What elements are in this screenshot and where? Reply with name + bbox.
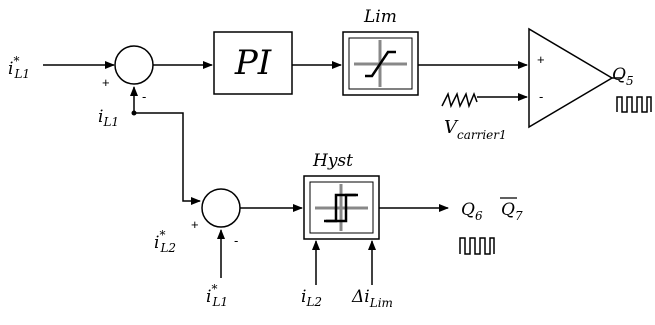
pi-controller-block bbox=[213, 31, 293, 95]
limiter-curve bbox=[365, 50, 396, 78]
q5-pulse-train-icon bbox=[616, 96, 652, 113]
q6-pulse-train-icon bbox=[459, 237, 495, 255]
feedback-branch-wire bbox=[134, 112, 201, 205]
hyst-title: Hyst bbox=[312, 151, 353, 171]
il2-ref-label: i*L2 bbox=[154, 228, 176, 255]
sum2-plus-sign: + bbox=[191, 217, 199, 232]
il2-meas-label: iL2 bbox=[301, 287, 322, 309]
pi-block-label: PI bbox=[234, 43, 272, 83]
summing-junction-1 bbox=[114, 45, 154, 85]
limiter-inner-frame bbox=[348, 37, 413, 90]
sum1-minus-sign: - bbox=[142, 89, 146, 104]
il1-ref-label: i*L1 bbox=[8, 54, 30, 81]
q6-label: Q6 bbox=[461, 200, 483, 223]
comp-plus-sign: + bbox=[537, 52, 545, 67]
vcarrier-label: Vcarrier1 bbox=[444, 117, 507, 142]
sum2-minus-sign: - bbox=[234, 233, 238, 248]
comp-minus-sign: - bbox=[539, 89, 543, 104]
hysteresis-inner-frame bbox=[309, 181, 374, 234]
summing-junction-2 bbox=[201, 188, 241, 228]
sum1-plus-sign: + bbox=[102, 75, 110, 90]
limiter-title: Lim bbox=[363, 7, 397, 27]
delta-ilim-label: ΔiLim bbox=[351, 287, 393, 310]
il1-feedback-label: iL1 bbox=[98, 107, 119, 129]
carrier-sawtooth-icon bbox=[441, 91, 478, 109]
hyst-loop-return bbox=[324, 193, 356, 223]
pwm-comparator bbox=[528, 27, 614, 129]
il1-ref-bottom-label: i*L1 bbox=[206, 282, 228, 309]
q7-label: Q7 bbox=[501, 200, 523, 223]
q5-label: Q5 bbox=[612, 65, 634, 88]
